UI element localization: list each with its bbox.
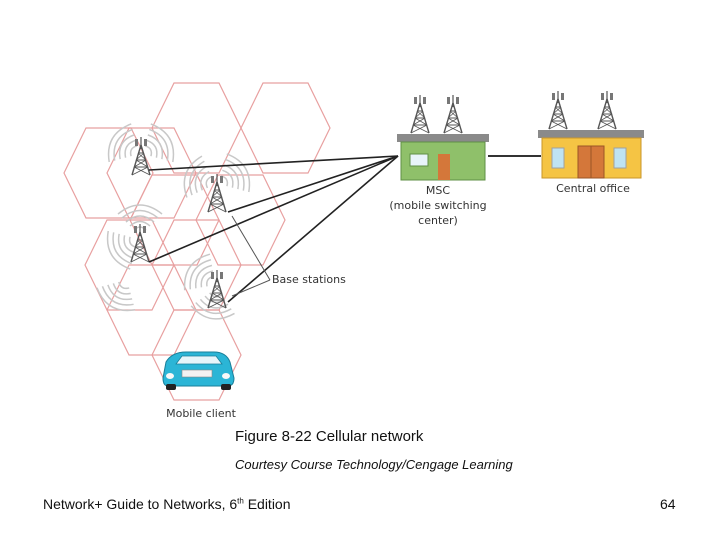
- signal-wave-icon: [136, 118, 182, 171]
- cell-hex: [240, 82, 331, 174]
- book-title-suffix: Edition: [243, 496, 291, 512]
- signal-waves: [91, 118, 258, 324]
- cellular-network-diagram: MSC (mobile switching center) Central of…: [63, 82, 644, 420]
- link-line: [227, 155, 399, 303]
- central-office-label: Central office: [556, 182, 630, 195]
- car-icon: [162, 351, 235, 390]
- figure-caption: Figure 8-22 Cellular network: [235, 428, 424, 445]
- base-stations-label: Base stations: [272, 273, 346, 286]
- signal-wave-icon: [91, 273, 144, 319]
- msc-label-line2: (mobile switching: [389, 199, 486, 212]
- cell-tower-icon: [207, 173, 227, 213]
- backhaul-links: [148, 155, 541, 303]
- cell-tower-icon: [548, 90, 568, 130]
- msc-building: [397, 134, 489, 181]
- cell-hex: [63, 127, 154, 219]
- link-line: [227, 155, 399, 213]
- base-stations-callout: [231, 215, 271, 297]
- msc-label-line1: MSC: [426, 184, 450, 197]
- cell-grid: [63, 82, 331, 401]
- link-line: [148, 155, 399, 171]
- central-office-building: [538, 130, 644, 179]
- book-title-footer: Network+ Guide to Networks, 6th Edition: [43, 496, 291, 512]
- book-title-superscript: th: [237, 496, 244, 506]
- cell-tower-icon: [443, 94, 463, 134]
- figure-credit: Courtesy Course Technology/Cengage Learn…: [235, 457, 513, 472]
- cell-tower-icon: [597, 90, 617, 130]
- signal-wave-icon: [188, 289, 239, 324]
- cell-hex: [151, 309, 242, 401]
- mobile-client-label: Mobile client: [166, 407, 236, 420]
- link-line: [148, 155, 399, 263]
- cell-hex: [195, 174, 286, 266]
- book-title-prefix: Network+ Guide to Networks, 6: [43, 496, 238, 512]
- msc-label-line3: center): [418, 214, 458, 227]
- cell-tower-icon: [131, 136, 151, 176]
- page-number: 64: [660, 496, 676, 512]
- cell-tower-icon: [410, 94, 430, 134]
- signal-wave-icon: [176, 248, 224, 301]
